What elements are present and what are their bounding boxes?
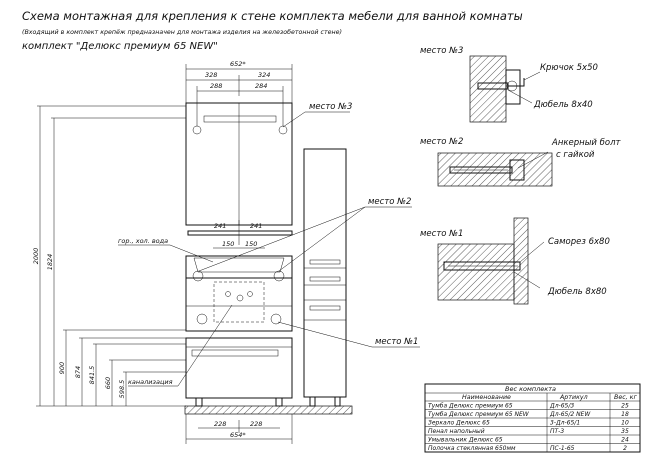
detail1-item1: Саморез 6х80 xyxy=(548,237,610,247)
place2-label: место №2 xyxy=(368,197,411,207)
kit-name: комплект "Делюкс премиум 65 NEW" xyxy=(22,41,218,52)
detail3-title: место №3 xyxy=(420,46,463,56)
base-cabinet-upper xyxy=(185,277,293,332)
detail2-title: место №2 xyxy=(420,137,463,147)
washbasin xyxy=(185,255,293,282)
page-subtitle: (Входящий в комплект крепёж предназначен… xyxy=(22,28,342,36)
place1-label: место №1 xyxy=(375,337,418,347)
dim-pipes-right: 150 xyxy=(245,240,257,248)
dim-top-right: 324 xyxy=(258,71,270,79)
height-dimensions: 2000 1824 900 874 841.5 660 598.5 xyxy=(32,105,186,407)
table-cell: ПС-1-65 xyxy=(550,445,575,452)
dim-shelf-right: 241 xyxy=(250,222,262,230)
weight-table-header-weight: Вес, кг xyxy=(614,394,637,401)
place3-label: место №3 xyxy=(309,102,352,112)
table-cell: 25 xyxy=(621,403,629,410)
table-cell: Зеркало Делюкс 65 xyxy=(428,420,490,427)
table-cell: 3-Дл-65/1 xyxy=(550,420,580,427)
table-cell: Полочка стеклянная 650мм xyxy=(428,445,516,452)
table-cell: 35 xyxy=(621,428,629,435)
table-cell: 18 xyxy=(621,411,629,418)
dim-top-left: 328 xyxy=(205,71,217,79)
height-dim-label: 874 xyxy=(74,366,82,378)
detail3-item1: Крючок 5х50 xyxy=(540,63,598,73)
table-cell: Дл-65/2 NEW xyxy=(549,411,591,418)
dim-top-inner-left: 288 xyxy=(210,82,222,90)
base-cabinet-lower xyxy=(185,337,293,407)
height-dim-label: 660 xyxy=(104,377,112,389)
table-cell: Дл-65/3 xyxy=(549,403,574,410)
dim-top-inner-right: 284 xyxy=(255,82,267,90)
top-dimensions xyxy=(185,64,293,126)
table-cell: Тумба Делюкс премиум 65 NEW xyxy=(428,411,530,418)
height-dim-label: 598.5 xyxy=(118,380,126,399)
weight-table-header-article: Артикул xyxy=(559,394,588,401)
table-cell: 24 xyxy=(621,437,629,444)
floor xyxy=(184,405,353,415)
table-cell: 2 xyxy=(623,445,627,452)
height-dim-label: 1824 xyxy=(46,254,54,271)
table-cell: 10 xyxy=(621,420,629,427)
bottom-dimensions xyxy=(185,414,293,444)
water-label: гор., хол. вода xyxy=(118,237,168,245)
height-dim-label: 900 xyxy=(58,362,66,374)
table-cell: Умывальник Делюкс 65 xyxy=(428,437,503,444)
tall-cabinet xyxy=(303,148,347,407)
weight-table-title: Вес комплекта xyxy=(505,385,556,393)
table-cell: ПТ-3 xyxy=(550,428,564,435)
dim-pipes-left: 150 xyxy=(222,240,234,248)
dim-bottom-left: 228 xyxy=(214,420,226,428)
detail2-item1: Анкерный болт xyxy=(551,138,622,148)
table-cell: Пенал напольный xyxy=(428,428,485,435)
weight-table-header-name: Наименование xyxy=(462,394,511,401)
table-cell: Тумба Делюкс премиум 65 xyxy=(428,403,513,410)
page-title: Схема монтажная для крепления к стене ко… xyxy=(22,9,523,23)
dim-top-overall: 652* xyxy=(230,60,246,68)
detail1-item2: Дюбель 8х80 xyxy=(547,287,607,297)
dim-bottom-overall: 654* xyxy=(230,431,246,439)
detail2-item2: с гайкой xyxy=(556,150,595,160)
dim-shelf-left: 241 xyxy=(214,222,226,230)
dim-bottom-right: 228 xyxy=(250,420,262,428)
detail-place2 xyxy=(437,151,553,187)
height-dim-label: 2000 xyxy=(32,248,40,265)
detail1-title: место №1 xyxy=(420,229,463,239)
mirror-cabinet xyxy=(185,102,293,226)
detail-place1 xyxy=(437,217,545,305)
detail3-item2: Дюбель 8х40 xyxy=(533,100,593,110)
glass-shelf xyxy=(187,220,293,245)
detail-place3 xyxy=(469,55,541,123)
height-dim-label: 841.5 xyxy=(88,366,96,385)
sewer-label: канализация xyxy=(128,378,173,386)
